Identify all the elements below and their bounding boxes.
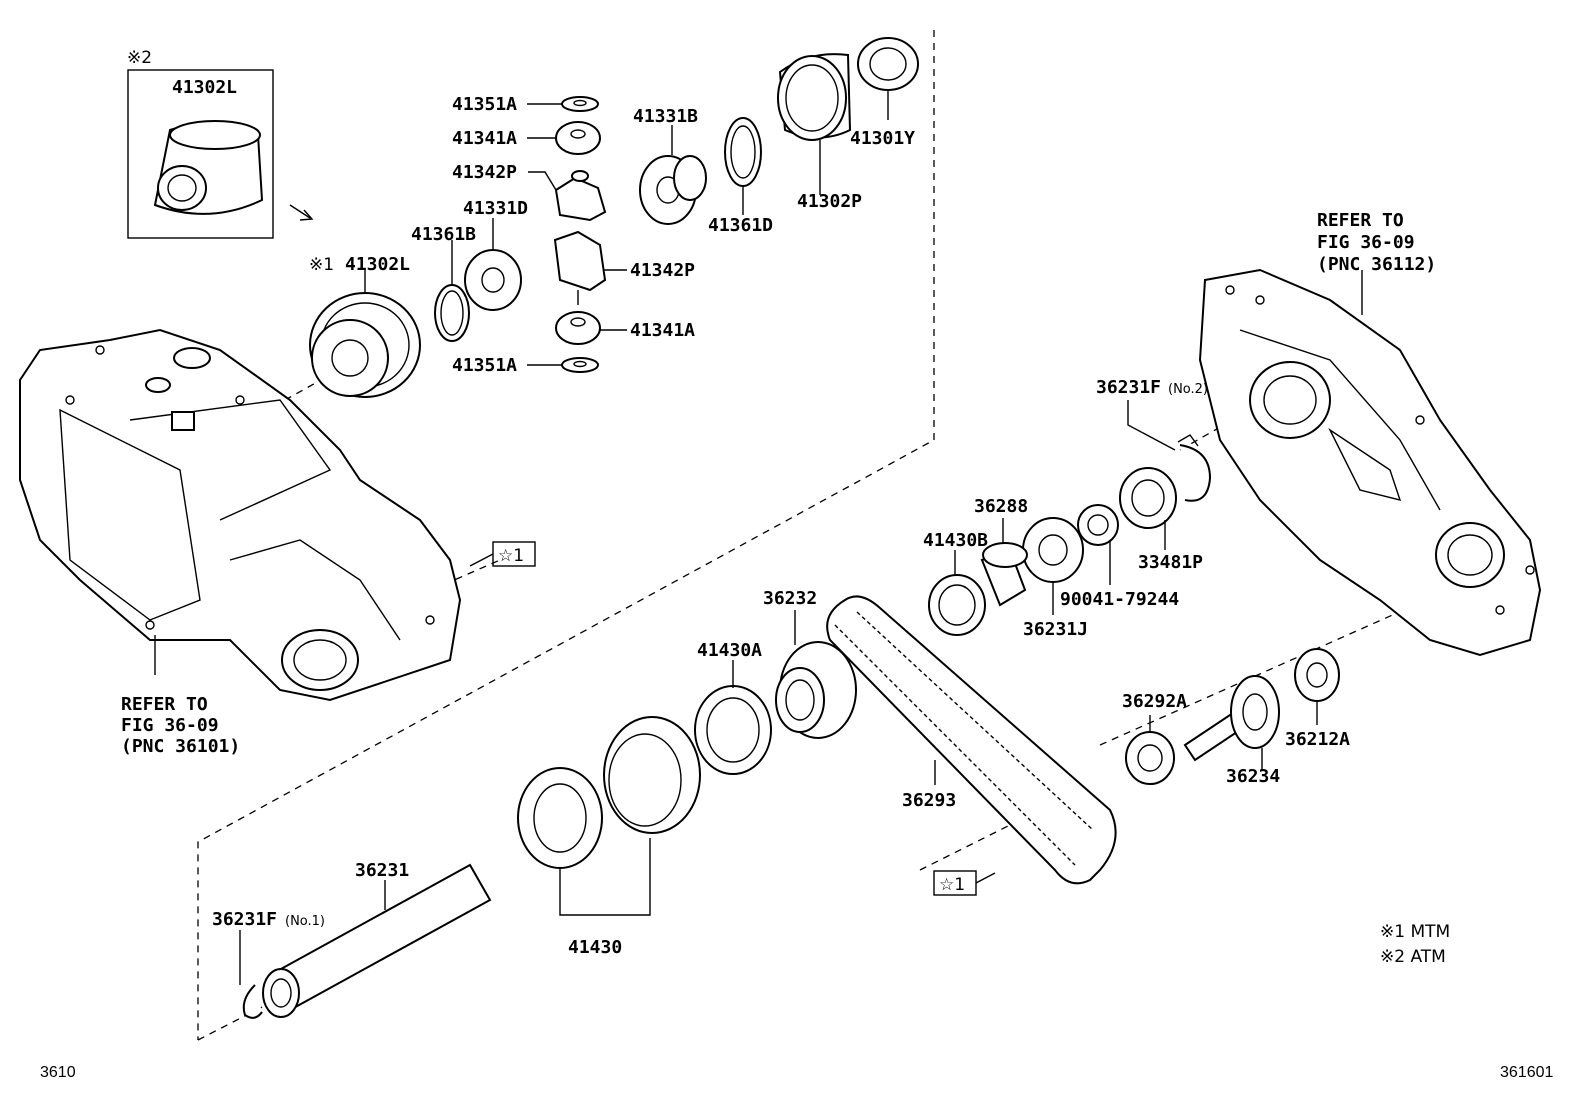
star-label-lower: ☆1 bbox=[939, 875, 965, 895]
label-36231J: 36231J bbox=[1023, 619, 1088, 640]
label-36212A: 36212A bbox=[1285, 729, 1350, 750]
label-41361B: 41361B bbox=[411, 224, 476, 245]
leader-36231F-no2 bbox=[1127, 400, 1176, 451]
label-36231F-no2: 36231F bbox=[1096, 377, 1161, 398]
label-36292A: 36292A bbox=[1122, 691, 1187, 712]
label-41331B: 41331B bbox=[633, 106, 698, 127]
star-box-lower bbox=[933, 870, 996, 896]
note-mark-2: ※2 bbox=[127, 48, 152, 68]
atm-inset bbox=[127, 69, 314, 239]
label-41302L-mtm: 41302L bbox=[345, 254, 410, 275]
leader-41430 bbox=[559, 838, 651, 916]
hub-41430A bbox=[694, 685, 772, 775]
gear-shaft-36234 bbox=[1183, 675, 1280, 762]
label-41302L-atm: 41302L bbox=[172, 77, 237, 98]
washer-41351A-top bbox=[561, 96, 599, 112]
thrust-washer-41361D-inner bbox=[730, 125, 756, 179]
ref-left-line1: REFER TO bbox=[121, 694, 208, 715]
label-41430A: 41430A bbox=[697, 640, 762, 661]
needle-bearing-41301Y bbox=[857, 37, 919, 91]
label-41342P-top: 41342P bbox=[452, 162, 517, 183]
ring-gear-41302L-atm bbox=[153, 120, 264, 215]
bearing-36231J bbox=[1022, 517, 1084, 583]
ref-left-line3: (PNC 36101) bbox=[121, 736, 240, 757]
ref-right-line3: (PNC 36112) bbox=[1317, 254, 1436, 275]
ref-right-line2: FIG 36-09 bbox=[1317, 232, 1415, 253]
left-housing bbox=[19, 328, 462, 702]
thrust-washer-41361B bbox=[434, 284, 470, 342]
label-41341A-top: 41341A bbox=[452, 128, 517, 149]
shaft-36231 bbox=[262, 863, 492, 1018]
snap-ring-36231F-no2 bbox=[1177, 434, 1212, 502]
label-41430: 41430 bbox=[568, 937, 622, 958]
washer-41351A-bottom-hole bbox=[573, 360, 587, 368]
label-36231F-no1: 36231F bbox=[212, 909, 277, 930]
pinion-gear-41341A-top bbox=[555, 121, 601, 155]
label-36288: 36288 bbox=[974, 496, 1028, 517]
washer-41351A-top-hole bbox=[573, 99, 587, 107]
label-41331D: 41331D bbox=[463, 198, 528, 219]
needle-bearing-41430B bbox=[928, 574, 986, 636]
star-label-upper: ☆1 bbox=[498, 546, 524, 566]
label-36234: 36234 bbox=[1226, 766, 1280, 787]
label-36232: 36232 bbox=[763, 588, 817, 609]
corner-label-left: 3610 bbox=[40, 1064, 76, 1081]
label-36231F-no1-sub: (No.1) bbox=[285, 914, 325, 929]
label-41351A-top: 41351A bbox=[452, 94, 517, 115]
label-41430B: 41430B bbox=[923, 530, 988, 551]
sprocket-36232 bbox=[775, 641, 857, 739]
label-41341A-bot: 41341A bbox=[630, 320, 695, 341]
pinion-gear-41341A-bottom bbox=[555, 311, 601, 345]
ref-right-line1: REFER TO bbox=[1317, 210, 1404, 231]
leader-41342P-top bbox=[528, 171, 557, 191]
label-36231F-no2-sub: (No.2) bbox=[1168, 382, 1208, 397]
bearing-33481P bbox=[1119, 467, 1177, 529]
right-housing bbox=[1198, 268, 1542, 657]
label-41301Y: 41301Y bbox=[850, 128, 915, 149]
snap-ring-36231F-no1 bbox=[242, 984, 263, 1019]
note-mark-1: ※1 bbox=[309, 255, 334, 275]
label-33481P: 33481P bbox=[1138, 552, 1203, 573]
label-36231: 36231 bbox=[355, 860, 409, 881]
collar-90041-79244 bbox=[1077, 504, 1119, 546]
ref-left-line2: FIG 36-09 bbox=[121, 715, 219, 736]
legend-mtm: ※1 MTM bbox=[1380, 922, 1450, 942]
gear-41430 bbox=[517, 767, 603, 869]
star-box-upper bbox=[469, 541, 536, 567]
drive-chain-36293 bbox=[826, 595, 1117, 885]
label-41351A-bot: 41351A bbox=[452, 355, 517, 376]
thrust-washer-41361B-inner bbox=[440, 290, 464, 336]
label-41342P-bot: 41342P bbox=[630, 260, 695, 281]
pinion-shaft-41342P-upper bbox=[554, 170, 607, 222]
diff-case-41302P bbox=[777, 53, 852, 141]
corner-label-right: 361601 bbox=[1500, 1064, 1553, 1081]
bearing-36292A bbox=[1125, 731, 1175, 785]
label-36293: 36293 bbox=[902, 790, 956, 811]
label-90041: 90041-79244 bbox=[1060, 589, 1179, 610]
spacer-36288 bbox=[980, 542, 1028, 607]
pinion-shaft-41342P-lower bbox=[553, 230, 607, 305]
label-41302P: 41302P bbox=[797, 191, 862, 212]
legend-atm: ※2 ATM bbox=[1380, 947, 1446, 967]
ring-gear-41302L-mtm bbox=[309, 292, 421, 398]
label-41361D: 41361D bbox=[708, 215, 773, 236]
bearing-36212A bbox=[1294, 648, 1340, 702]
sleeve-41430 bbox=[603, 716, 701, 834]
side-gear-41331D bbox=[464, 249, 522, 311]
washer-41351A-bottom bbox=[561, 357, 599, 373]
side-gear-41331B bbox=[639, 155, 707, 225]
